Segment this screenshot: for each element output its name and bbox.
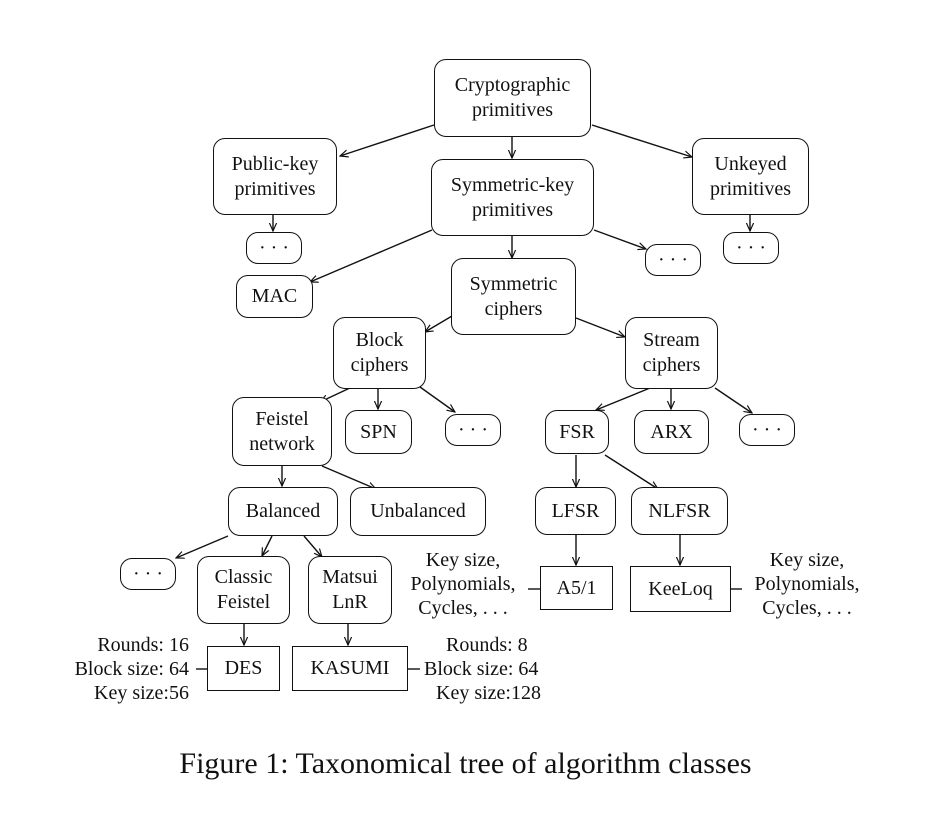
node-public-key-more: · · · (246, 232, 302, 264)
edge-symciphers-block (425, 315, 453, 332)
kasumi-params: Rounds: 8 Block size: 64 Key size:128 (424, 634, 541, 704)
node-spn: SPN (345, 410, 412, 454)
edge-feistel-unbalanced (321, 465, 376, 489)
node-symmetric-key-more: · · · (645, 244, 701, 276)
node-des: DES (207, 646, 280, 691)
node-stream-more: · · · (739, 414, 795, 446)
edge-balanced-more (176, 535, 229, 558)
node-unkeyed-more: · · · (723, 232, 779, 264)
figure-caption: Figure 1: Taxonomical tree of algorithm … (179, 747, 752, 780)
node-a51: A5/1 (540, 566, 613, 610)
edge-stream-more (714, 387, 752, 413)
edge-symmetrickey-mac (310, 229, 433, 282)
edge-crypto-unkeyed (591, 124, 692, 157)
node-unbalanced: Unbalanced (350, 487, 486, 536)
edge-block-more (419, 386, 455, 412)
node-fsr: FSR (545, 410, 609, 454)
node-keeloq: KeeLoq (630, 566, 731, 612)
edge-balanced-classic (262, 535, 273, 556)
des-params: Rounds: 16 Block size: 64 Key size:56 (74, 634, 189, 704)
node-nlfsr: NLFSR (631, 487, 728, 535)
edge-crypto-publickey (340, 124, 435, 156)
edge-symciphers-stream (575, 317, 625, 337)
a51-params: Key size, Polynomials, Cycles, . . . (410, 549, 516, 619)
node-balanced: Balanced (228, 487, 338, 536)
node-mac: MAC (236, 275, 313, 318)
keeloq-params: Key size, Polynomials, Cycles, . . . (754, 549, 860, 619)
edge-symmetrickey-more (593, 229, 646, 249)
node-lfsr: LFSR (535, 487, 616, 535)
node-balanced-more: · · · (120, 558, 176, 590)
edge-fsr-nlfsr (604, 454, 658, 489)
node-kasumi: KASUMI (292, 646, 408, 691)
edge-balanced-matsui (303, 535, 322, 557)
node-arx: ARX (634, 410, 709, 454)
node-block-more: · · · (445, 414, 501, 446)
edge-stream-fsr (596, 387, 651, 410)
